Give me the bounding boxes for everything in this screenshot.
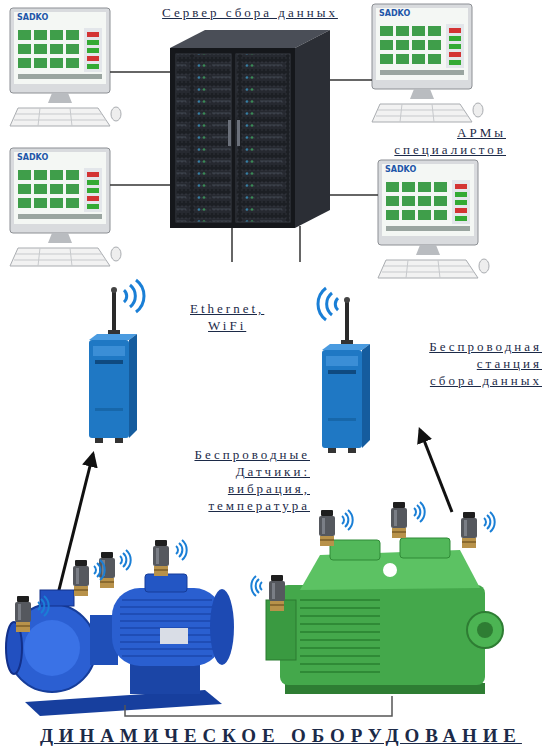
sensor-group xyxy=(176,540,187,560)
data-arrow xyxy=(58,430,452,594)
sensor-group xyxy=(319,510,335,546)
network-link xyxy=(330,194,378,196)
workstation-screen: SADKO xyxy=(378,160,478,245)
wireless-station xyxy=(322,297,370,453)
workstation xyxy=(10,148,121,266)
data-arrow xyxy=(420,430,452,512)
compressor xyxy=(300,600,380,672)
pump xyxy=(210,589,234,665)
screen-logo: SADKO xyxy=(379,9,410,19)
network-wire xyxy=(231,228,233,262)
pump xyxy=(112,588,222,666)
pump xyxy=(120,600,214,656)
sensor-group xyxy=(38,596,49,616)
compressor xyxy=(467,612,503,648)
compressor xyxy=(300,550,480,590)
sensor-group xyxy=(120,550,131,570)
network-link xyxy=(110,184,170,186)
server-rack xyxy=(228,120,231,146)
workstation xyxy=(378,160,489,278)
pump xyxy=(6,574,234,716)
workstation-screen: SADKO xyxy=(10,8,110,93)
sensor-group xyxy=(251,576,262,596)
sensor-group xyxy=(414,502,425,522)
workstation-screen: SADKO xyxy=(10,148,110,233)
sensor-group xyxy=(391,502,407,538)
server-rack xyxy=(176,54,231,222)
sensor-group xyxy=(461,512,477,548)
server-rack xyxy=(170,48,295,228)
compressor xyxy=(383,563,397,577)
screen-logo: SADKO xyxy=(385,165,416,175)
section-title: ДИНАМИЧЕСКОЕ ОБОРУДОВАНИЕ xyxy=(40,724,522,748)
pump xyxy=(145,574,187,592)
wireless-station xyxy=(89,287,137,443)
network-wire xyxy=(232,226,300,262)
sensor-group xyxy=(269,575,285,611)
sensor-group xyxy=(15,596,31,632)
compressor xyxy=(477,622,493,638)
server-rack xyxy=(176,54,231,222)
pump xyxy=(24,620,80,676)
sensor-group xyxy=(153,540,169,576)
sensor-group xyxy=(484,512,495,532)
server-rack xyxy=(236,54,290,222)
screen-logo: SADKO xyxy=(17,153,48,163)
equipment-link xyxy=(125,696,392,716)
wifi-waves xyxy=(318,288,338,320)
network-link xyxy=(110,71,170,73)
callout-label: Беспроводная станция сбора данных xyxy=(429,338,542,389)
compressor xyxy=(280,585,485,685)
server-rack xyxy=(170,30,330,228)
workstation xyxy=(10,8,121,126)
callout-label: Беспроводные Датчики: вибрация, температ… xyxy=(194,446,310,514)
callout-label: Ethernet, WiFi xyxy=(190,300,264,334)
sensor-group xyxy=(94,560,105,580)
wifi-waves xyxy=(124,280,144,312)
sensor-group xyxy=(342,510,353,530)
sensor-group xyxy=(15,502,495,632)
compressor xyxy=(330,540,380,560)
server-rack xyxy=(295,30,330,228)
server-rack xyxy=(237,120,240,146)
pump xyxy=(160,628,188,644)
compressor xyxy=(266,538,503,694)
node-heading: Сервер сбора данных xyxy=(162,5,338,21)
network-link xyxy=(330,79,372,81)
workstation xyxy=(372,4,483,122)
server: Сервер сбора данных xyxy=(170,30,330,228)
screen-logo: SADKO xyxy=(17,13,48,23)
callout-label: АРМы специалистов xyxy=(394,124,506,158)
network-wire xyxy=(299,226,301,262)
sensor-group xyxy=(73,560,89,596)
compressor xyxy=(400,538,450,558)
workstation-screen: SADKO xyxy=(372,4,472,89)
server-rack xyxy=(236,54,290,222)
sensor-group xyxy=(99,552,115,588)
